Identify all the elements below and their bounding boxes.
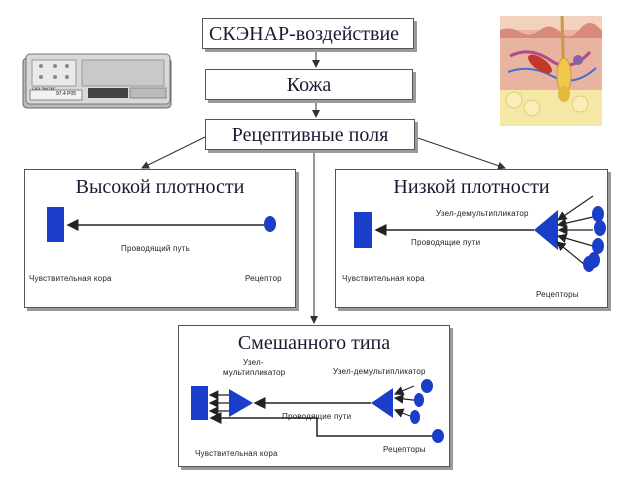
receptor-node (594, 220, 606, 236)
panel-high-density: Высокой плотности Проводящий путь Чувств… (24, 169, 296, 308)
flow-step-skin: Кожа (205, 69, 413, 100)
cortex-block (354, 212, 372, 248)
low-density-cortex-label: Чувствительная кора (342, 274, 425, 283)
high-density-path-label: Проводящий путь (121, 244, 190, 253)
multiplier-node (229, 389, 253, 417)
flow-step-receptive-fields-label: Рецептивные поля (231, 124, 389, 146)
arrow-to-low (414, 136, 506, 170)
high-density-receptor-label: Рецептор (245, 274, 282, 283)
receptor-node (264, 216, 276, 232)
device-label-model: СКЭ "РИТМ" (32, 86, 56, 91)
low-density-node-label: Узел-демультипликатор (436, 209, 529, 218)
receptor-node (410, 410, 420, 424)
mixed-receptors-label: Рецепторы (383, 445, 426, 454)
demultiplier-node (534, 210, 558, 250)
skin-cross-section-image (500, 15, 602, 126)
low-density-receptors-label: Рецепторы (536, 290, 579, 299)
receptor-node (592, 238, 604, 254)
mixed-diagram (191, 379, 444, 443)
cortex-block (47, 207, 64, 242)
mixed-mult-node-label-1: Узел- (243, 358, 264, 367)
receptor-node (414, 393, 424, 407)
flow-step-receptive-fields: Рецептивные поля (205, 119, 415, 150)
panel-high-density-title: Высокой плотности (75, 176, 245, 198)
high-density-cortex-label: Чувствительная кора (29, 274, 112, 283)
panel-low-density: Низкой плотности Узел-демультипликатор П… (335, 169, 608, 308)
high-density-diagram (47, 207, 276, 242)
receptor-node (421, 379, 433, 393)
device-label-reading: 97.4 P05 (56, 91, 77, 97)
panel-mixed-title: Смешанного типа (237, 332, 391, 354)
mixed-demult-node-label: Узел-демультипликатор (333, 367, 426, 376)
mixed-paths-label: Проводящие пути (282, 412, 352, 421)
low-density-diagram (354, 195, 606, 272)
low-density-paths-label: Проводящие пути (411, 238, 481, 247)
receptor-node (432, 429, 444, 443)
cortex-block (191, 386, 208, 420)
receptor-node (592, 206, 604, 222)
panel-low-density-title: Низкой плотности (393, 176, 550, 198)
scenar-device-image: СКЭ "РИТМ" 97.4 P05 (22, 52, 174, 110)
mixed-mult-node-label-2: мультипликатор (223, 368, 286, 377)
arrow-to-high (141, 136, 206, 169)
receptor-node (583, 256, 595, 272)
flow-step-skin-label: Кожа (286, 74, 332, 96)
panel-mixed: Смешанного типа Узел- мультипликатор Узе… (178, 325, 450, 467)
demultiplier-node (371, 388, 393, 418)
flow-step-scenar-label: СКЭНАР-воздействие (209, 23, 400, 45)
mixed-cortex-label: Чувствительная кора (195, 449, 278, 458)
flow-step-scenar: СКЭНАР-воздействие (202, 18, 414, 49)
